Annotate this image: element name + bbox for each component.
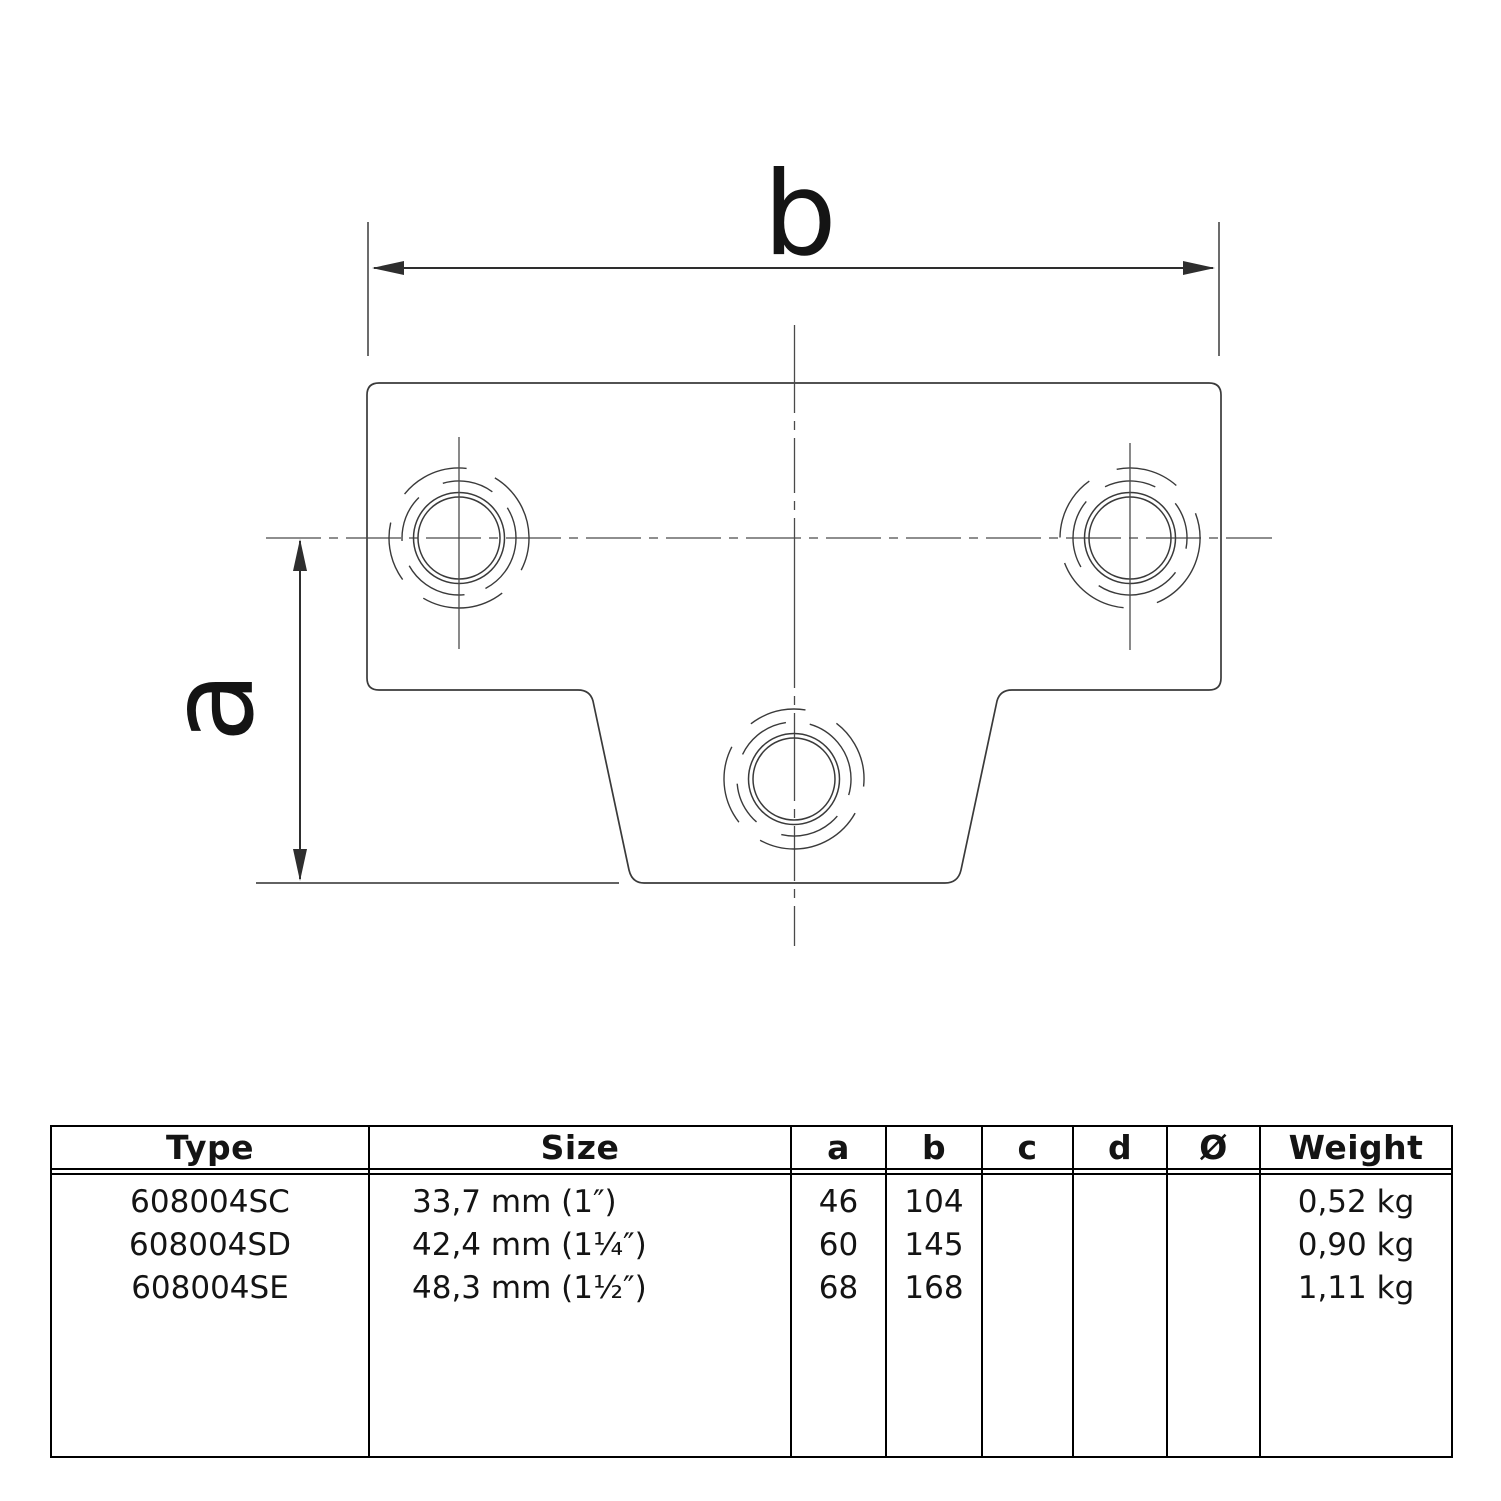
column-c: c — [983, 1127, 1074, 1456]
dim-b-arrow-right — [1183, 261, 1215, 275]
column-d: d — [1074, 1127, 1168, 1456]
cell-d-row0 — [1074, 1181, 1166, 1224]
cell-a-row1: 60 — [818, 1227, 859, 1263]
cell-type-row0: 608004SC — [130, 1184, 290, 1220]
column-type: Type 608004SC 608004SD 608004SE — [52, 1127, 370, 1456]
cell-c-row0 — [983, 1181, 1072, 1224]
column-b: b 104 145 168 — [887, 1127, 983, 1456]
cell-weight-row2: 1,11 kg — [1297, 1270, 1415, 1306]
cell-type-row2: 608004SE — [131, 1270, 289, 1306]
header-b: b — [887, 1127, 981, 1175]
cell-weight-row0: 0,52 kg — [1297, 1184, 1415, 1220]
column-size: Size 33,7 mm (1″) 42,4 mm (1¼″) 48,3 mm … — [370, 1127, 792, 1456]
dim-b-label: b — [763, 147, 837, 282]
cell-d-row1 — [1074, 1224, 1166, 1267]
header-d: d — [1074, 1127, 1166, 1175]
column-a: a 46 60 68 — [792, 1127, 887, 1456]
cell-a-row0: 46 — [818, 1184, 859, 1220]
dim-b-arrow-left — [372, 261, 404, 275]
dimension-b: b — [367, 147, 1220, 356]
dimension-a: a — [145, 539, 619, 884]
header-diameter: Ø — [1168, 1127, 1259, 1175]
cell-size-row0: 33,7 mm (1″) — [412, 1184, 617, 1220]
dim-a-arrow-bottom — [293, 849, 307, 881]
cell-b-row2: 168 — [904, 1270, 964, 1306]
technical-drawing: b a — [145, 147, 1272, 946]
column-diameter: Ø — [1168, 1127, 1261, 1456]
hole-middle — [723, 708, 865, 850]
cell-c-row1 — [983, 1224, 1072, 1267]
header-type: Type — [52, 1127, 368, 1175]
cell-diameter-row2 — [1168, 1267, 1259, 1310]
cell-a-row2: 68 — [818, 1270, 859, 1306]
cell-size-row1: 42,4 mm (1¼″) — [412, 1227, 647, 1263]
cell-c-row2 — [983, 1267, 1072, 1310]
cell-size-row2: 48,3 mm (1½″) — [412, 1270, 647, 1306]
header-c: c — [983, 1127, 1072, 1175]
header-a: a — [792, 1127, 885, 1175]
spec-table: Type 608004SC 608004SD 608004SE Size 33,… — [50, 1125, 1453, 1458]
header-size: Size — [370, 1127, 790, 1175]
column-weight: Weight 0,52 kg 0,90 kg 1,11 kg — [1261, 1127, 1451, 1456]
hole-right — [1059, 443, 1201, 650]
dim-a-arrow-top — [293, 539, 307, 571]
part-outline — [366, 382, 1222, 884]
hole-left — [388, 437, 530, 649]
cell-type-row1: 608004SD — [129, 1227, 291, 1263]
cell-diameter-row1 — [1168, 1224, 1259, 1267]
cell-b-row0: 104 — [904, 1184, 964, 1220]
cell-b-row1: 145 — [904, 1227, 964, 1263]
cell-weight-row1: 0,90 kg — [1297, 1227, 1415, 1263]
dim-a-label: a — [145, 671, 280, 742]
cell-diameter-row0 — [1168, 1181, 1259, 1224]
header-weight: Weight — [1261, 1127, 1451, 1175]
cell-d-row2 — [1074, 1267, 1166, 1310]
